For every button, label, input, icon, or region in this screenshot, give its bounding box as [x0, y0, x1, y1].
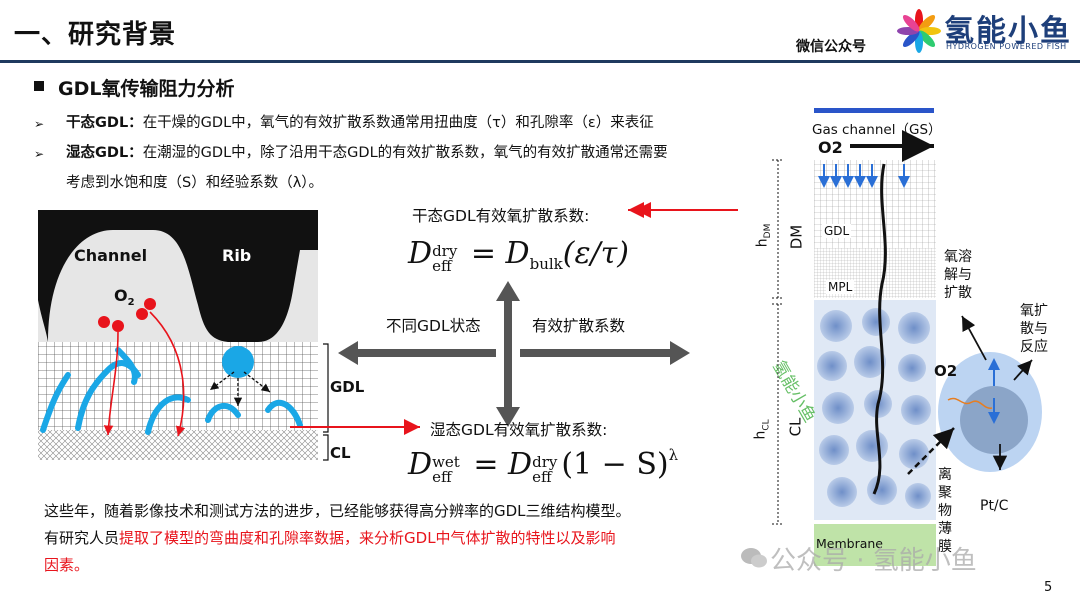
wechat-label: 微信公众号	[796, 39, 866, 55]
bottom-line-2-black: 有研究人员	[44, 529, 120, 547]
wechat-icon	[741, 548, 767, 568]
dry-rhs-expr: (ε/τ)	[562, 236, 629, 271]
o2-side-label: O2	[934, 362, 958, 380]
gdl-channel-rib-diagram	[38, 210, 329, 461]
o2-text: O	[114, 286, 128, 305]
bullet-wet: 湿态GDL：在潮湿的GDL中，除了沿用干态GDL的有效扩散系数，氧气的有效扩散通…	[66, 141, 668, 165]
h-cl-label: hCL	[753, 419, 772, 439]
bullet-dry-text: 在干燥的GDL中，氧气的有效扩散系数通常用扭曲度（τ）和孔隙率（ε）来表征	[142, 115, 654, 131]
h-cl-sub: CL	[761, 419, 772, 431]
dry-rhs-sub: bulk	[529, 255, 563, 273]
dissolve-diffuse-label: 氧溶 解与 扩散	[944, 248, 972, 302]
reaction-line-1: 氧扩	[1020, 303, 1048, 319]
ionomer-line-2: 聚	[938, 485, 952, 501]
bottom-line-2-red: 提取了模型的弯曲度和孔隙率数据，来分析GDL中气体扩散的特性以及影响	[119, 529, 616, 547]
gdl-mpl-cl-diagram	[772, 108, 1042, 566]
brand-name: 氢能小鱼	[944, 14, 1072, 49]
h-cl-text: h	[752, 430, 769, 440]
gdl-layer-label: GDL	[822, 224, 852, 238]
wet-rhs-sup: dry	[532, 453, 558, 471]
gas-channel-label: Gas channel（GS）	[812, 122, 942, 138]
rib-label: Rib	[222, 246, 252, 265]
bottom-line-3: 因素。	[44, 556, 90, 574]
reaction-line-3: 反应	[1020, 339, 1048, 355]
state-label: 不同GDL状态	[386, 317, 481, 335]
h-dm-text: h	[754, 238, 771, 248]
reaction-line-2: 散与	[1020, 321, 1048, 337]
dry-rhs-d: D	[505, 236, 530, 271]
bullet-wet-continued: 考虑到水饱和度（S）和经验系数（λ）。	[66, 175, 324, 191]
arrow-bullet-icon: ➢	[34, 147, 45, 161]
dm-label: DM	[787, 224, 806, 250]
dissolve-line-3: 扩散	[944, 285, 972, 301]
wet-sub: eff	[432, 468, 452, 486]
header-divider	[0, 60, 1080, 63]
wet-sup: wet	[432, 453, 460, 471]
ptc-label: Pt/C	[980, 498, 1009, 514]
o2-sub: 2	[127, 297, 135, 309]
page-number: 5	[1044, 580, 1053, 595]
dissolve-line-2: 解与	[944, 267, 972, 283]
reaction-label: 氧扩 散与 反应	[1020, 302, 1048, 356]
square-bullet-icon	[34, 81, 44, 91]
cl-label: CL	[330, 444, 351, 462]
bullet-wet-term: 湿态GDL：	[66, 145, 143, 161]
brand-subtitle: HYDROGEN POWERED FISH	[946, 42, 1067, 51]
mpl-layer-label: MPL	[826, 280, 855, 294]
bullet-wet-text: 在潮湿的GDL中，除了沿用干态GDL的有效扩散系数，氧气的有效扩散通常还需要	[142, 145, 668, 161]
ionomer-line-3: 物	[938, 503, 952, 519]
center-arrows	[290, 202, 710, 435]
wet-d: D	[408, 447, 433, 482]
bottom-line-1: 这些年，随着影像技术和测试方法的进步，已经能够获得高分辨率的GDL三维结构模型。	[44, 502, 631, 520]
ionomer-line-4: 薄	[938, 521, 952, 537]
membrane-label: Membrane	[816, 536, 883, 551]
watermark: 公众号 · 氢能小鱼	[770, 546, 977, 576]
arrow-bullet-icon: ➢	[34, 117, 45, 131]
h-dm-label: hDM	[754, 224, 773, 248]
section-title: GDL氧传输阻力分析	[58, 78, 235, 100]
ionomer-line-5: 膜	[938, 539, 952, 555]
dry-sup: dry	[432, 242, 458, 260]
o2-top-label: O2	[818, 138, 843, 157]
bullet-dry: 干态GDL：在干燥的GDL中，氧气的有效扩散系数通常用扭曲度（τ）和孔隙率（ε）…	[66, 111, 654, 135]
channel-label: Channel	[74, 246, 148, 265]
bottom-paragraph: 这些年，随着影像技术和测试方法的进步，已经能够获得高分辨率的GDL三维结构模型。…	[44, 498, 744, 579]
ionomer-film-label: 离 聚 物 薄 膜	[938, 466, 952, 556]
wet-rhs-sub: eff	[532, 468, 552, 486]
h-dm-sub: DM	[763, 223, 774, 239]
dry-d: D	[408, 236, 433, 271]
bottom-line-2: 有研究人员提取了模型的弯曲度和孔隙率数据，来分析GDL中气体扩散的特性以及影响	[44, 525, 744, 552]
bullet-dry-term: 干态GDL：	[66, 115, 143, 131]
wet-rhs-expr: (1 − S)	[561, 447, 669, 482]
page-title: 一、研究背景	[14, 20, 177, 50]
wet-rhs-exp: λ	[668, 446, 679, 464]
wet-diffusion-label: 湿态GDL有效氧扩散系数:	[430, 421, 608, 439]
o2-label: O2	[114, 286, 135, 308]
pinwheel-logo-icon	[897, 9, 941, 53]
coefficient-label: 有效扩散系数	[532, 317, 626, 335]
gdl-label: GDL	[330, 378, 365, 396]
dry-sub: eff	[432, 257, 452, 275]
wet-rhs-d: D	[508, 447, 533, 482]
dry-pointer-arrow	[628, 202, 738, 218]
dissolve-line-1: 氧溶	[944, 249, 972, 265]
ionomer-line-1: 离	[938, 467, 952, 483]
dry-diffusion-label: 干态GDL有效氧扩散系数:	[412, 207, 590, 225]
